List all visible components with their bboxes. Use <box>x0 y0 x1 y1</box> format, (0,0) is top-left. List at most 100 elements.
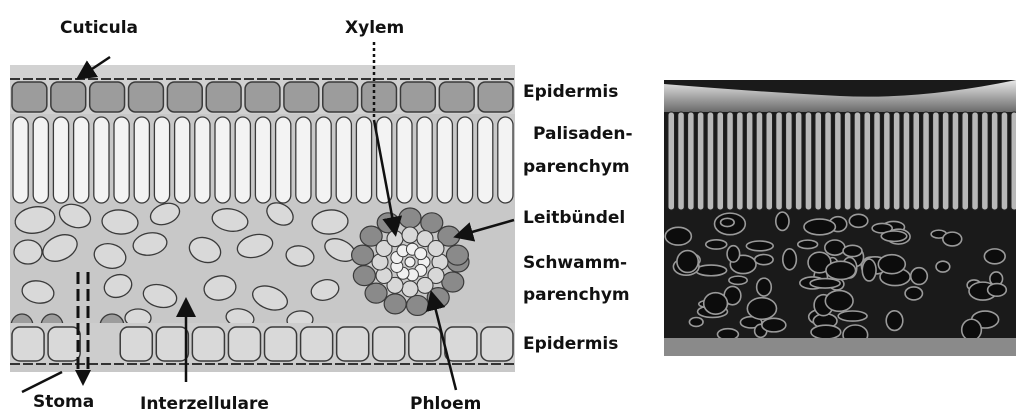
palisade-cell <box>296 117 311 203</box>
sem-air-space <box>706 240 727 249</box>
palisade-cell <box>457 117 472 203</box>
sem-palisade-cell <box>1011 112 1018 210</box>
epidermis-cell <box>400 82 435 112</box>
bundle-sheath-cell <box>352 245 374 265</box>
phloem-cell <box>415 248 427 260</box>
palisade-cell <box>417 117 432 203</box>
sem-air-space <box>804 219 835 235</box>
label-epidermis-top: Epidermis <box>523 82 618 102</box>
bundle-sheath-cell <box>353 266 375 286</box>
sem-palisade-cell <box>815 112 822 210</box>
epidermis-cell <box>445 327 477 361</box>
bundle-sheath-cell <box>407 295 429 315</box>
sem-air-space <box>984 249 1005 264</box>
sem-palisade-cell <box>756 112 763 210</box>
epidermis-cell <box>12 82 47 112</box>
sem-air-space <box>747 298 776 320</box>
sem-air-space <box>825 240 845 255</box>
palisade-cell <box>437 117 452 203</box>
label-stoma: Stoma <box>33 392 94 412</box>
sem-palisade-cell <box>746 112 753 210</box>
sem-air-space <box>783 249 797 270</box>
sem-air-space <box>798 240 818 248</box>
sem-palisade-cell <box>835 112 842 210</box>
epidermis-cell <box>120 327 152 361</box>
sem-palisade-cell <box>903 112 910 210</box>
sem-palisade-cell <box>923 112 930 210</box>
sem-air-space <box>943 232 962 246</box>
sem-air-space <box>862 259 876 281</box>
sem-palisade-cell <box>1001 112 1008 210</box>
epidermis-cell <box>301 327 333 361</box>
epidermis-cell <box>129 82 164 112</box>
bundle-sheath-cell <box>446 245 468 265</box>
label-leitbuendel: Leitbündel <box>523 208 625 228</box>
sem-palisade-cell <box>844 112 851 210</box>
sem-palisade-cell <box>962 112 969 210</box>
epidermis-cell <box>156 327 188 361</box>
bundle-sheath-cell <box>377 213 399 233</box>
xylem-cell <box>402 227 418 243</box>
sem-air-space <box>755 254 773 264</box>
label-spongy-1: Schwamm- <box>523 253 627 273</box>
epidermis-cell <box>167 82 202 112</box>
stoma-arrowhead <box>75 370 91 386</box>
bundle-sheath-cell <box>384 294 406 314</box>
micrograph-lower-surface <box>664 338 1016 356</box>
label-xylem: Xylem <box>345 18 404 38</box>
sem-palisade-cell <box>786 112 793 210</box>
sem-palisade-cell <box>874 112 881 210</box>
phloem-cell <box>405 257 415 267</box>
bundle-sheath-cell <box>399 208 421 228</box>
sem-micrograph <box>664 80 1018 356</box>
sem-palisade-cell <box>913 112 920 210</box>
bundle-sheath-cell <box>421 213 443 233</box>
sem-palisade-cell <box>727 112 734 210</box>
label-cuticula: Cuticula <box>60 18 138 38</box>
sem-palisade-cell <box>952 112 959 210</box>
sem-palisade-cell <box>707 112 714 210</box>
sem-palisade-cell <box>864 112 871 210</box>
palisade-cell <box>316 117 331 203</box>
label-interzellulare: Interzellulare <box>140 394 269 412</box>
sem-air-space <box>988 284 1007 297</box>
epidermis-cell <box>337 327 369 361</box>
sem-air-space <box>665 227 691 245</box>
epidermis-cell <box>51 82 86 112</box>
sem-palisade-cell <box>795 112 802 210</box>
sem-palisade-cell <box>825 112 832 210</box>
palisade-cell <box>154 117 169 203</box>
sem-air-space <box>729 276 747 284</box>
sem-air-space <box>825 291 853 312</box>
xylem-cell <box>428 241 444 257</box>
sem-air-space <box>677 251 698 273</box>
epidermis-cell <box>12 327 44 361</box>
stoma-arrow <box>22 372 62 392</box>
palisade-cell <box>336 117 351 203</box>
epidermis-cell <box>478 82 513 112</box>
palisade-cell <box>276 117 291 203</box>
label-phloem: Phloem <box>410 394 481 412</box>
sem-air-space <box>838 311 867 321</box>
sem-palisade-cell <box>776 112 783 210</box>
sem-palisade-cell <box>972 112 979 210</box>
sem-air-space <box>757 278 772 296</box>
sem-air-space <box>689 317 703 326</box>
sem-palisade-cell <box>854 112 861 210</box>
epidermis-cell <box>245 82 280 112</box>
sem-palisade-cell <box>942 112 949 210</box>
sem-palisade-cell <box>884 112 891 210</box>
palisade-cells <box>13 117 513 203</box>
palisade-cell <box>498 117 513 203</box>
palisade-cell <box>53 117 68 203</box>
sem-palisade-cell <box>933 112 940 210</box>
sem-air-space <box>776 212 789 230</box>
sem-air-space <box>704 293 728 315</box>
epidermis-cell <box>90 82 125 112</box>
palisade-cell <box>356 117 371 203</box>
sem-palisade-cell <box>678 112 685 210</box>
sem-air-space <box>843 245 862 256</box>
sem-air-space <box>878 255 905 274</box>
sem-air-space <box>886 311 903 331</box>
epidermis-cell <box>362 82 397 112</box>
